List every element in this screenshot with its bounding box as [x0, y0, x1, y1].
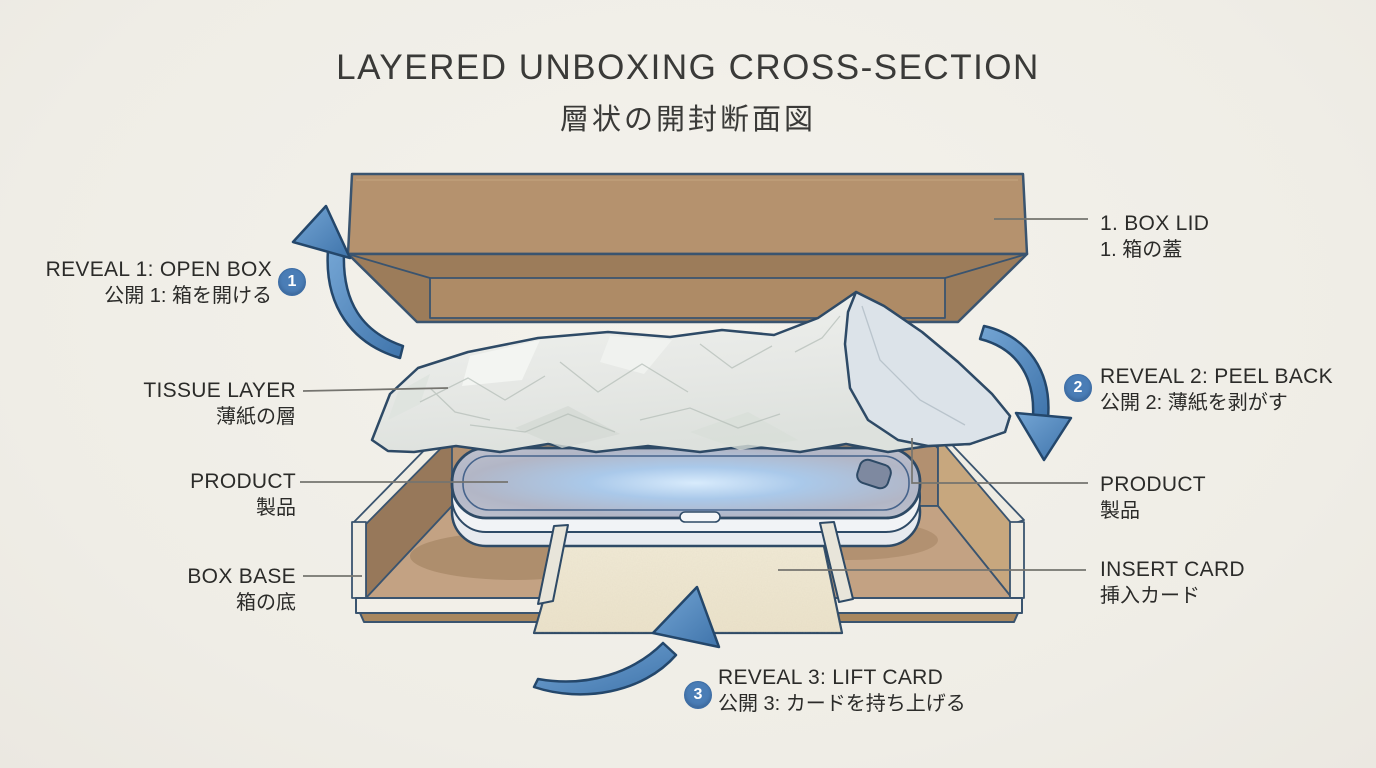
label-reveal-1: REVEAL 1: OPEN BOX 公開 1: 箱を開ける: [46, 256, 272, 310]
label-insert-card-jp: 挿入カード: [1100, 585, 1200, 607]
tissue-peel-fold-graphic: [843, 290, 1012, 448]
label-tissue-layer: TISSUE LAYER 薄紙の層: [143, 377, 296, 431]
label-box-base-jp: 箱の底: [236, 592, 296, 614]
label-reveal-1-en: REVEAL 1: OPEN BOX: [45, 258, 272, 281]
divider-right-graphic: [819, 521, 854, 603]
label-tissue-layer-en: TISSUE LAYER: [143, 379, 296, 402]
product-phone-graphic: [450, 446, 922, 548]
page-subtitle-jp: 層状の開封断面図: [559, 104, 816, 136]
label-reveal-3-jp: 公開 3: カードを持ち上げる: [718, 693, 966, 715]
tissue-layer-graphic: [370, 290, 1012, 454]
label-reveal-3-en: REVEAL 3: LIFT CARD: [718, 666, 944, 689]
label-product-right: PRODUCT 製品: [1100, 471, 1206, 525]
camera-icon: [856, 458, 892, 490]
label-box-lid: 1. BOX LID 1. 箱の蓋: [1100, 210, 1209, 264]
label-box-base-en: BOX BASE: [187, 565, 296, 588]
label-insert-card-en: INSERT CARD: [1100, 558, 1245, 581]
arrow-reveal-2-icon: [978, 324, 1073, 462]
side-button-graphic: [679, 511, 721, 523]
label-product-left-en: PRODUCT: [190, 470, 296, 493]
leader-line-product-right: [911, 438, 1088, 484]
divider-walls-graphic: [537, 521, 854, 605]
label-reveal-1-jp: 公開 1: 箱を開ける: [104, 285, 272, 307]
label-product-left-jp: 製品: [256, 497, 296, 519]
label-product-left: PRODUCT 製品: [190, 468, 296, 522]
label-box-lid-jp: 1. 箱の蓋: [1100, 239, 1183, 261]
page-title: LAYERED UNBOXING CROSS-SECTION: [336, 48, 1040, 87]
step-badge-1: 1: [278, 268, 306, 296]
box-lid-graphic: [346, 172, 1029, 324]
arrow-reveal-1-icon: [291, 204, 405, 360]
label-reveal-2-jp: 公開 2: 薄紙を剥がす: [1100, 392, 1288, 414]
leader-lines: [300, 218, 1088, 577]
label-reveal-2: REVEAL 2: PEEL BACK 公開 2: 薄紙を剥がす: [1100, 363, 1333, 417]
label-tissue-layer-jp: 薄紙の層: [216, 406, 296, 428]
leader-line-tissue: [302, 387, 449, 392]
step-badge-3: 3: [684, 681, 712, 709]
label-product-right-jp: 製品: [1100, 500, 1140, 522]
label-box-lid-en: 1. BOX LID: [1100, 212, 1210, 235]
divider-left-graphic: [537, 524, 569, 605]
arrow-reveal-3-icon: [532, 585, 721, 696]
label-insert-card: INSERT CARD 挿入カード: [1100, 556, 1245, 610]
label-box-base: BOX BASE 箱の底: [187, 563, 296, 617]
label-product-right-en: PRODUCT: [1100, 473, 1206, 496]
step-badge-2: 2: [1064, 374, 1092, 402]
label-reveal-2-en: REVEAL 2: PEEL BACK: [1100, 365, 1333, 388]
label-reveal-3: REVEAL 3: LIFT CARD 公開 3: カードを持ち上げる: [718, 664, 966, 718]
